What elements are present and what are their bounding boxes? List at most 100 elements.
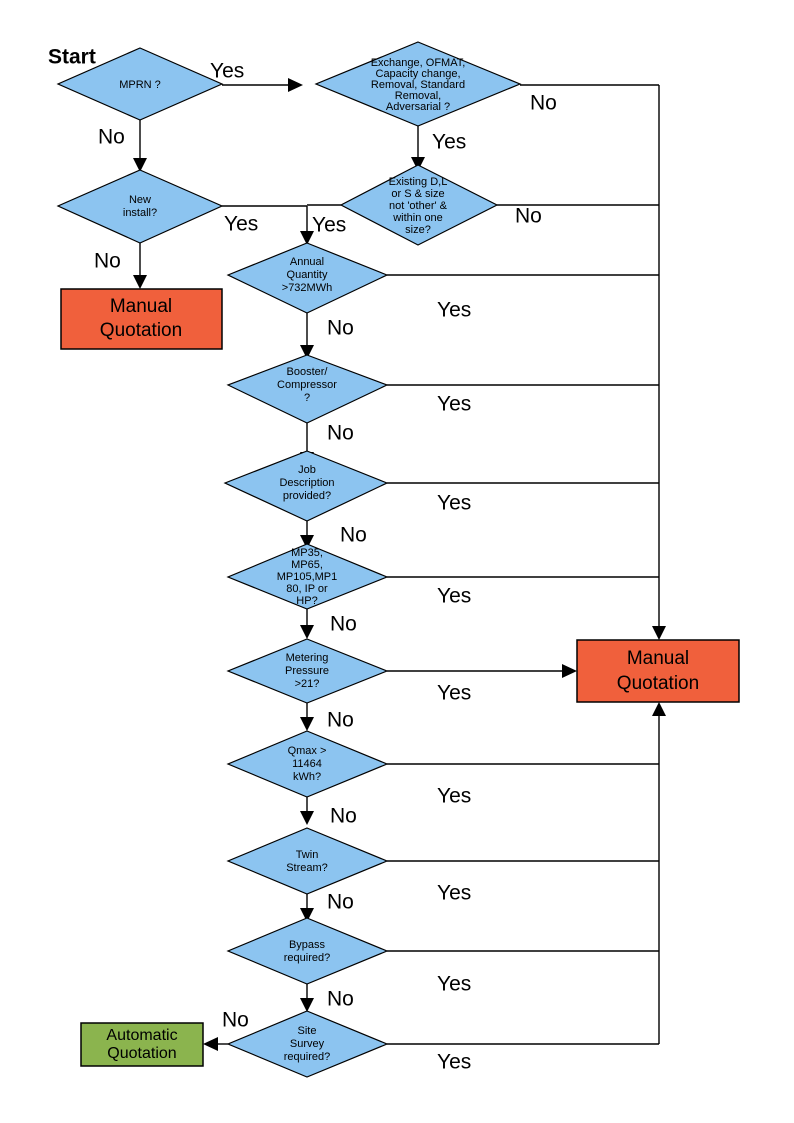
terminal-automatic-label-1: Automatic	[106, 1027, 177, 1044]
decision-mp-rating-label-1: MP35,	[291, 547, 323, 559]
edge-label-newinstall-no: No	[94, 250, 121, 273]
decision-qmax-shape[interactable]	[226, 730, 389, 798]
edge-label-qmax-yes: Yes	[437, 785, 471, 808]
edge-label-exchange-no: No	[530, 92, 557, 115]
decision-site-survey[interactable]: Site Survey required?	[226, 1010, 389, 1078]
decision-job-description-shape[interactable]	[223, 450, 389, 522]
edge-label-mprn-no: No	[98, 126, 125, 149]
decision-booster[interactable]: Booster/ Compressor ?	[226, 354, 389, 424]
decision-site-survey-shape[interactable]	[226, 1010, 389, 1078]
decision-qmax-label-2: 11464	[292, 758, 322, 770]
edge-label-annual-yes: Yes	[437, 299, 471, 322]
arrowhead-newinstall-no	[133, 275, 147, 289]
decision-mp-rating-label-2: MP65,	[291, 559, 323, 571]
decision-job-description[interactable]: Job Description provided?	[223, 450, 389, 522]
edge-label-annual-no: No	[327, 317, 354, 340]
decision-new-install[interactable]: New install?	[56, 169, 224, 244]
arrowhead-newinstall-yes	[300, 231, 314, 245]
decision-metering-pressure-shape[interactable]	[226, 638, 389, 704]
decision-qmax-label-3: kWh?	[293, 771, 321, 783]
edge-label-metering-yes: Yes	[437, 682, 471, 705]
edge-label-qmax-no: No	[330, 805, 357, 828]
decision-metering-pressure[interactable]: Metering Pressure >21?	[226, 638, 389, 704]
decision-job-description-label-2: Description	[279, 477, 334, 489]
decision-exchange-label-2: Capacity change,	[376, 68, 461, 80]
edge-label-mprn-yes: Yes	[210, 60, 244, 83]
decision-mprn-label: MPRN ?	[119, 79, 161, 91]
decision-mp-rating-label-5: HP?	[296, 595, 317, 607]
arrowhead-qmax-no	[300, 811, 314, 825]
terminal-manual-left-label-2: Quotation	[100, 320, 182, 341]
edge-label-twin-no: No	[327, 891, 354, 914]
terminal-automatic-label-2: Quotation	[107, 1045, 176, 1062]
terminal-manual-right-label-2: Quotation	[617, 673, 699, 694]
decision-site-survey-label-2: Survey	[290, 1038, 325, 1050]
decision-new-install-shape[interactable]	[56, 169, 224, 244]
decision-mprn-shape[interactable]	[56, 47, 224, 121]
terminal-nodes: Manual Quotation Manual Quotation Automa…	[60, 288, 740, 1067]
edge-label-existing-yes: Yes	[312, 214, 346, 237]
decision-exchange[interactable]: Exchange, OFMAT, Capacity change, Remova…	[314, 41, 522, 127]
edge-label-existing-no: No	[515, 205, 542, 228]
terminal-automatic-shape[interactable]	[80, 1022, 204, 1067]
arrowhead-bypass-no	[300, 998, 314, 1012]
decision-mp-rating[interactable]: MP35, MP65, MP105,MP1 80, IP or HP?	[226, 543, 389, 610]
edge-label-mp-yes: Yes	[437, 585, 471, 608]
decision-existing[interactable]: Existing D,L or S & size not 'other' & w…	[339, 164, 499, 246]
decision-metering-pressure-label-2: Pressure	[285, 665, 329, 677]
decision-annual-quantity[interactable]: Annual Quantity >732MWh	[226, 242, 389, 314]
decision-twin-stream[interactable]: Twin Stream?	[226, 827, 389, 895]
terminal-manual-left-label-1: Manual	[110, 296, 172, 317]
decision-mp-rating-shape[interactable]	[226, 543, 389, 610]
arrowhead-site-no	[203, 1037, 218, 1051]
decision-twin-stream-label-2: Stream?	[286, 862, 328, 874]
terminal-manual-right-shape[interactable]	[576, 639, 740, 703]
start-label: Start	[48, 46, 96, 69]
decision-mp-rating-label-3: MP105,MP1	[277, 571, 338, 583]
decision-qmax[interactable]: Qmax > 11464 kWh?	[226, 730, 389, 798]
decision-twin-stream-shape[interactable]	[226, 827, 389, 895]
decision-existing-label-4: within one	[392, 212, 443, 224]
decision-exchange-label-4: Removal,	[395, 90, 441, 102]
edge-label-metering-no: No	[327, 709, 354, 732]
arrowhead-mprn-no	[133, 158, 147, 172]
decision-existing-shape[interactable]	[339, 164, 499, 246]
decision-bypass[interactable]: Bypass required?	[226, 917, 389, 985]
terminal-manual-right-label-1: Manual	[627, 648, 689, 669]
arrowhead-annual-no	[300, 345, 314, 359]
decision-annual-quantity-label-2: Quantity	[287, 269, 328, 281]
decision-mprn[interactable]: MPRN ?	[56, 47, 224, 121]
decision-exchange-label-5: Adversarial ?	[386, 101, 450, 113]
arrowhead-rail-upper	[652, 626, 666, 640]
edge-label-site-yes: Yes	[437, 1051, 471, 1074]
terminal-manual-right[interactable]: Manual Quotation	[576, 639, 740, 703]
arrowhead-mprn-yes	[288, 78, 303, 92]
decision-twin-stream-label-1: Twin	[296, 849, 319, 861]
edge-label-booster-no: No	[327, 422, 354, 445]
terminal-automatic[interactable]: Automatic Quotation	[80, 1022, 204, 1067]
decision-site-survey-label-3: required?	[284, 1051, 330, 1063]
edge-label-mp-no: No	[330, 613, 357, 636]
decision-bypass-label-2: required?	[284, 952, 330, 964]
decision-new-install-label-1: New	[129, 194, 151, 206]
decision-annual-quantity-label-1: Annual	[290, 256, 324, 268]
decision-exchange-label-1: Exchange, OFMAT,	[371, 57, 466, 69]
arrowhead-rail-lower	[652, 702, 666, 716]
decision-booster-shape[interactable]	[226, 354, 389, 424]
decision-existing-label-5: size?	[405, 224, 431, 236]
decision-job-description-label-1: Job	[298, 464, 316, 476]
edge-label-newinstall-yes: Yes	[224, 213, 258, 236]
decision-exchange-shape[interactable]	[314, 41, 522, 127]
decision-booster-label-1: Booster/	[287, 366, 329, 378]
decision-annual-quantity-shape[interactable]	[226, 242, 389, 314]
decision-qmax-label-1: Qmax >	[288, 745, 327, 757]
edge-label-site-no: No	[222, 1009, 249, 1032]
decision-exchange-label-3: Removal, Standard	[371, 79, 465, 91]
terminal-manual-left-shape[interactable]	[60, 288, 223, 350]
terminal-manual-left[interactable]: Manual Quotation	[60, 288, 223, 350]
edge-label-job-no: No	[340, 524, 367, 547]
decision-bypass-shape[interactable]	[226, 917, 389, 985]
edge-labels: Start Yes No No Yes Yes No Yes No Yes No…	[48, 46, 557, 1074]
